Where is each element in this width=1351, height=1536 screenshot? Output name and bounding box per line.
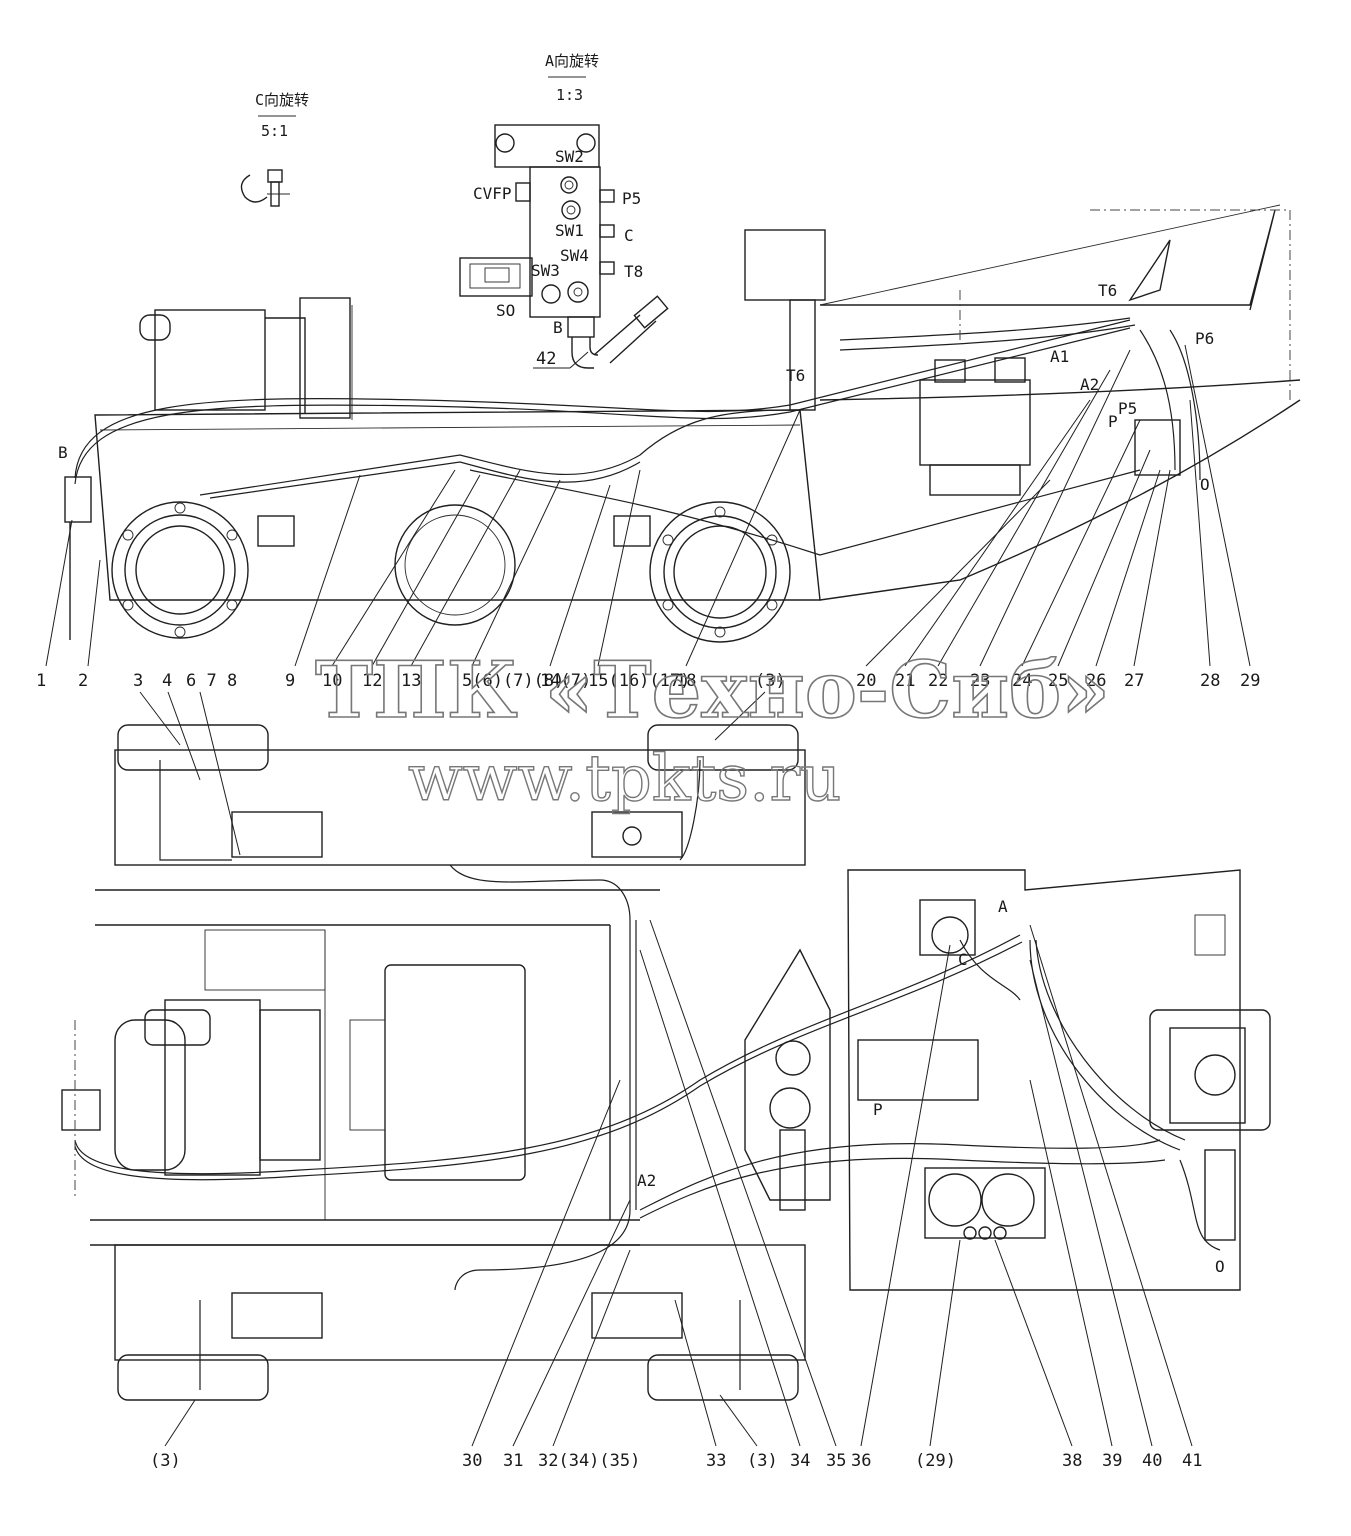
callout-label: 4 — [162, 671, 172, 691]
callout-label: 23 — [970, 671, 990, 691]
plan-view — [61, 724, 1271, 1401]
port-label: SW2 — [555, 147, 584, 166]
callout-label: 26 — [1086, 671, 1106, 691]
callout-label: 28 — [1200, 671, 1220, 691]
callout-label: 30 — [462, 1451, 482, 1471]
port-label: P — [1108, 412, 1118, 431]
callout-label: 20 — [856, 671, 876, 691]
view-c-scale: 5:1 — [261, 122, 288, 140]
callout-label: (3) — [150, 1451, 181, 1471]
view-c-caption: C向旋转 5:1 — [255, 91, 309, 140]
callout-label: 27 — [1124, 671, 1144, 691]
callout-label: 36 — [851, 1451, 871, 1471]
callout-label: 31 — [503, 1451, 523, 1471]
callout-label: 18 — [676, 671, 696, 691]
valve-block-detail — [459, 124, 669, 369]
callout-label: 33 — [706, 1451, 726, 1471]
port-label: CVFP — [473, 184, 512, 203]
port-label: T8 — [624, 262, 643, 281]
watermark-line-2: www.tpkts.ru — [408, 742, 841, 816]
callout-label: 9 — [285, 671, 295, 691]
view-c-label: C向旋转 — [255, 91, 309, 109]
callout-label: 21 — [895, 671, 915, 691]
clamp-detail — [240, 169, 290, 207]
callout-label: 39 — [1102, 1451, 1122, 1471]
callout-label: 14(7) — [540, 671, 591, 691]
port-label: A2 — [1080, 375, 1099, 394]
port-label: O — [1200, 475, 1210, 494]
port-label: P — [873, 1100, 883, 1119]
port-label: SO — [496, 301, 515, 320]
port-label: A — [998, 897, 1008, 916]
callout-row-bottom: (3) 30 31 32(34)(35) 33 (3) 34 35 36 (29… — [150, 919, 1202, 1471]
callout-label: 38 — [1062, 1451, 1082, 1471]
watermark: ТПК «Техно-Сиб» www.tpkts.ru — [314, 644, 1111, 817]
callout-label: (3) — [755, 671, 786, 691]
port-label: P5 — [622, 189, 641, 208]
callout-label: 25 — [1048, 671, 1068, 691]
callout-label: 12 — [362, 671, 382, 691]
callout-label: 13 — [401, 671, 421, 691]
port-label: SW1 — [555, 221, 584, 240]
port-label: C — [958, 950, 968, 969]
port-label: B — [58, 443, 68, 462]
callout-42: 42 — [536, 349, 556, 369]
callout-label: (3) — [747, 1451, 778, 1471]
port-label: C — [624, 226, 634, 245]
port-label: P5 — [1118, 399, 1137, 418]
view-a-scale: 1:3 — [556, 86, 583, 104]
callout-label: 29 — [1240, 671, 1260, 691]
valve-port-labels: SW2 CVFP P5 SW1 C SW4 SW3 T8 SO B 42 — [473, 147, 643, 369]
callout-label: 3 — [133, 671, 143, 691]
callout-label: 22 — [928, 671, 948, 691]
port-label: B — [553, 318, 563, 337]
callout-label: (29) — [915, 1451, 956, 1471]
callout-label: 34 — [790, 1451, 810, 1471]
callout-label: 1 — [36, 671, 46, 691]
side-view-port-labels: B T6 T6 P6 A1 A2 P5 P O — [58, 281, 1214, 494]
view-a-caption: A向旋转 1:3 — [545, 52, 599, 104]
callout-row-1: 1 2 9 10 12 13 5(6)(7)(8) 14(7) 15(16)(1… — [36, 344, 1260, 691]
callout-label: 15(16)(17) — [588, 671, 690, 691]
callout-label: 40 — [1142, 1451, 1162, 1471]
plan-view-port-labels: A C P A2 O — [637, 897, 1225, 1276]
port-label: A2 — [637, 1171, 656, 1190]
port-label: P6 — [1195, 329, 1214, 348]
callout-label: 10 — [322, 671, 342, 691]
port-label: T6 — [786, 366, 805, 385]
callout-label: 6 7 8 — [186, 671, 237, 691]
watermark-line-1: ТПК «Техно-Сиб» — [315, 645, 1110, 736]
callout-label: 24 — [1012, 671, 1032, 691]
port-label: SW4 — [560, 246, 589, 265]
callout-label: 35 — [826, 1451, 846, 1471]
port-label: A1 — [1050, 347, 1069, 366]
port-label: SW3 — [531, 261, 560, 280]
port-label: T6 — [1098, 281, 1117, 300]
callout-label: 32(34)(35) — [538, 1451, 640, 1471]
view-a-label: A向旋转 — [545, 52, 599, 70]
side-elevation-view — [64, 204, 1301, 643]
callout-label: 2 — [78, 671, 88, 691]
callout-label: 5(6)(7)(8) — [462, 671, 564, 691]
callout-row-2: 3 4 6 7 8 (3) — [133, 671, 786, 856]
port-label: O — [1215, 1257, 1225, 1276]
callout-label: 41 — [1182, 1451, 1202, 1471]
